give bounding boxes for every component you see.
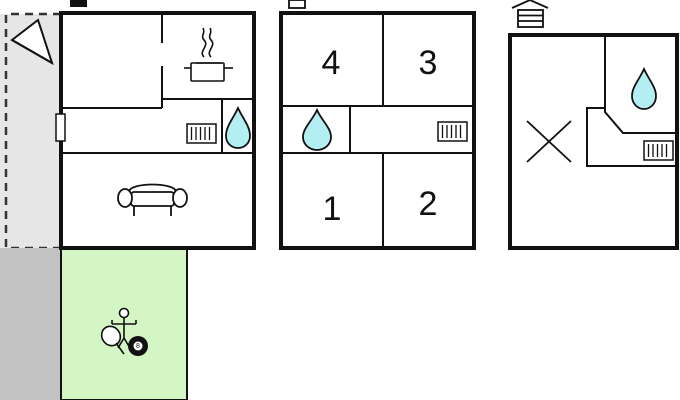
radiator-icon [437,121,468,142]
table-tennis-icon [100,325,125,355]
stairs-icon [511,0,549,28]
room-number-1: 1 [323,190,342,228]
room-number-2: 2 [419,185,438,223]
billiard-ball-number: 8 [136,343,140,350]
entrance-door [55,113,66,142]
stairs-marker [70,0,87,7]
water-drop-icon [631,66,657,110]
side-path [0,248,61,400]
terrace-area [0,14,61,248]
floor-plan-upper: 4 3 1 2 [279,0,476,250]
kitchen-pot-icon [184,27,233,82]
floor-plan-attic [508,0,679,250]
floor-outline [59,11,256,250]
room-number-3: 3 [419,44,438,82]
stairs-marker [288,0,306,9]
sofa-icon [117,183,188,216]
water-drop-icon [225,105,251,149]
radiator-icon [186,123,217,144]
billiard-ball-icon: 8 [128,336,148,356]
compass-icon [10,18,54,66]
terrace-dashed-outline [4,12,61,250]
x-mark-icon [526,120,572,163]
radiator-icon [643,140,674,161]
water-drop-icon [302,107,332,151]
room-number-4: 4 [322,44,341,82]
floor-plan-ground [55,0,256,250]
